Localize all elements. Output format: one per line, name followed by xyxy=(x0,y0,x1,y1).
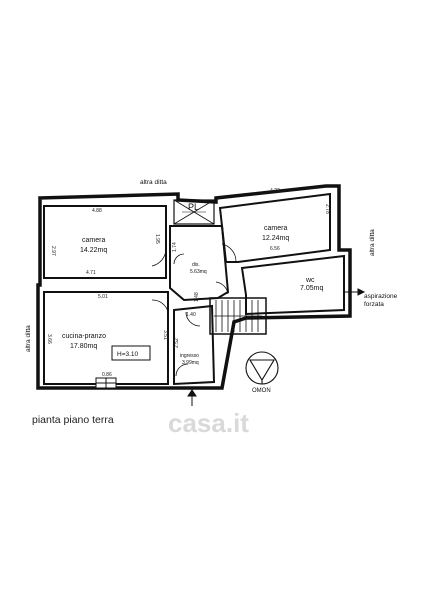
dim-cucina-side: 3.51 xyxy=(162,330,168,340)
wall-wc xyxy=(240,254,345,316)
north-symbol xyxy=(245,351,279,385)
door-arcs xyxy=(151,243,237,377)
wall-ingresso xyxy=(173,304,216,386)
room-camera-1-name: camera xyxy=(82,237,105,244)
dim-door-width: 0.86 xyxy=(102,372,112,378)
dim-ingresso-height: 2.52 xyxy=(174,338,180,348)
room-ingresso-name: ingresso xyxy=(180,353,199,359)
wall-entrance-diag xyxy=(220,320,236,390)
dim-small-2: 1.40 xyxy=(186,312,196,318)
room-camera-1-area: 14.22mq xyxy=(80,247,107,254)
room-cucina-name: cucina-pranzo xyxy=(62,333,106,340)
dim-camera1-height: 2.97 xyxy=(50,246,56,256)
room-wc-name: wc xyxy=(305,277,315,284)
height-box xyxy=(111,345,151,361)
dim-cucina-width: 5.01 xyxy=(98,294,108,300)
window-cucina xyxy=(95,377,117,389)
dim-cucina-height: 3.66 xyxy=(46,334,52,344)
room-camera-2-area: 12.24mq xyxy=(262,235,289,242)
aspiration-label-2: forzata xyxy=(364,301,384,308)
room-wc-area: 7.05mq xyxy=(300,285,323,292)
dim-camera1-inner: 4.71 xyxy=(86,270,96,276)
dim-camera2-width: 4.22 xyxy=(270,188,280,194)
aspiration-arrow xyxy=(344,288,366,296)
stair-steps xyxy=(214,300,262,332)
height-label: H=3.10 xyxy=(117,351,139,358)
neighbour-right: altra ditta xyxy=(369,229,376,256)
aspiration-label-1: aspirazione xyxy=(364,293,398,300)
entry-arrow xyxy=(187,389,197,406)
room-cucina-area: 17.80mq xyxy=(70,343,97,350)
plan-caption: pianta piano terra xyxy=(32,414,114,426)
wall-camera-1 xyxy=(43,205,167,279)
dim-wc-width: 6.56 xyxy=(270,246,280,252)
pl-label: PL xyxy=(188,202,199,212)
pl-box xyxy=(173,199,215,225)
neighbour-left: altra ditta xyxy=(25,325,32,352)
outer-wall-left xyxy=(36,184,352,390)
room-dis-area: 5.63mq xyxy=(190,269,207,275)
room-ingresso-area: 3.99mq xyxy=(182,360,199,366)
stair-box xyxy=(209,297,267,335)
room-dis-name: dis. xyxy=(192,262,200,268)
dim-small-1: 1.48 xyxy=(194,292,200,302)
dim-camera1-width: 4.88 xyxy=(92,208,102,214)
dim-camera2-height: 2.78 xyxy=(324,204,330,214)
dim-dis-height: 1.74 xyxy=(172,242,178,252)
dim-dis-width: 1.95 xyxy=(154,234,160,244)
watermark: casa.it xyxy=(168,408,249,438)
room-camera-2-name: camera xyxy=(264,225,287,232)
neighbour-top: altra ditta xyxy=(140,179,167,186)
north-label: OMON xyxy=(252,388,271,394)
